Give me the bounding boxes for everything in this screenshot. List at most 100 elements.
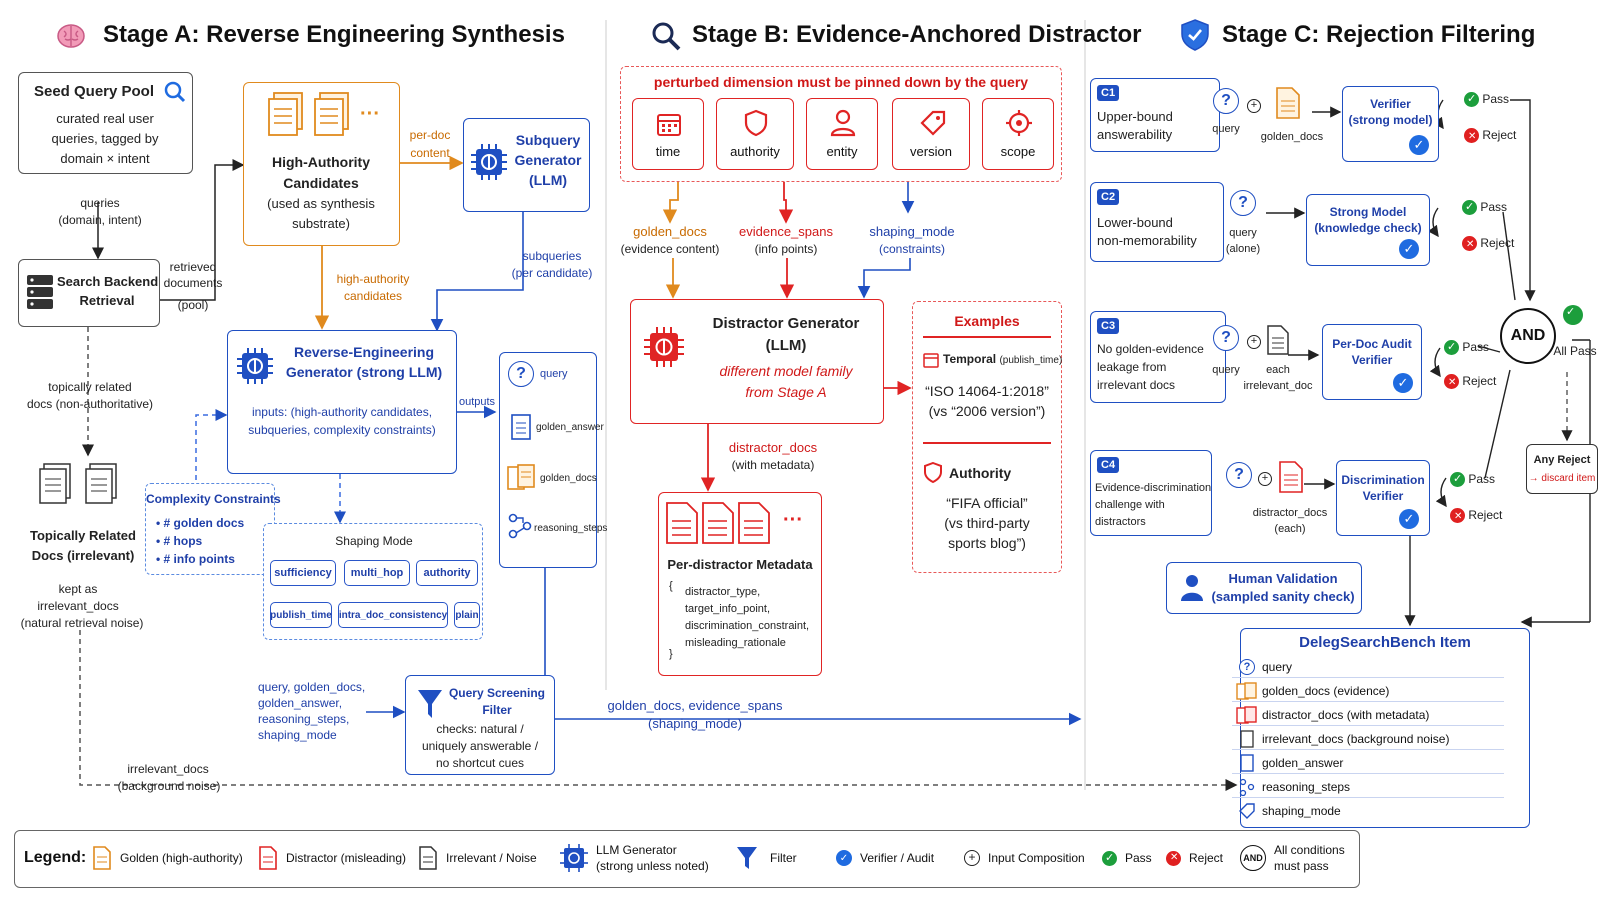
reasoning-steps-icon <box>508 513 532 544</box>
query-icon: ? <box>1213 88 1239 114</box>
screen-check-1: checks: natural / <box>436 722 524 736</box>
topical-label-1: topically related <box>48 380 132 394</box>
query-icon: ? <box>1239 658 1255 675</box>
plus-icon: + <box>1258 472 1272 486</box>
pass-icon <box>1102 850 1117 866</box>
pass-icon <box>1462 200 1477 216</box>
irrelevant-doc-icon <box>1266 324 1290 361</box>
subquery-gen-2: Generator <box>514 152 582 168</box>
reg-title-2: Generator (strong LLM) <box>285 364 443 380</box>
examples-divider <box>923 336 1051 338</box>
dim-time-label: time <box>655 144 681 159</box>
dim-authority-label: authority <box>730 144 780 159</box>
c4-verifier-1: Discrimination <box>1341 473 1425 487</box>
reasoning-steps-icon <box>1239 778 1255 796</box>
c2-verifier: Strong Model (knowledge check) ✓ <box>1306 194 1430 266</box>
pass-icon <box>1444 340 1459 356</box>
c3-badge: C3 <box>1097 318 1120 334</box>
c3-desc-3: irrelevant docs <box>1097 378 1176 392</box>
topical-docs-title-2: Docs (irrelevant) <box>31 548 135 563</box>
plus-icon: + <box>1247 99 1261 113</box>
meta-line-2: distractor_type, <box>685 586 761 598</box>
screen-in-4: shaping_mode <box>258 728 337 742</box>
shaping-label-1: shaping_mode <box>869 224 955 239</box>
c4-verifier-2: Verifier <box>1362 489 1404 503</box>
examples-title: Examples <box>954 313 1020 329</box>
any-reject-1: Any Reject <box>1533 454 1591 466</box>
c2-desc-1: Lower-bound <box>1097 215 1173 230</box>
evidence-label-1: evidence_spans <box>739 224 833 239</box>
c2-badge: C2 <box>1097 189 1120 205</box>
human-validation: Human Validation (sampled sanity check) <box>1166 562 1362 614</box>
distractor-docs-label-1: distractor_docs <box>728 440 818 455</box>
golden-doc-icon <box>312 91 352 144</box>
dim-scope-label: scope <box>1000 144 1036 159</box>
golden-docs-label-2: (evidence content) <box>620 242 720 256</box>
kept-label-3: (natural retrieval noise) <box>20 616 144 630</box>
c2-verifier-2: (knowledge check) <box>1314 221 1422 235</box>
subqueries-label-1: subqueries <box>522 249 582 263</box>
check-c1: C1 Upper-bound answerability <box>1090 78 1220 152</box>
distractor-doc-icon <box>737 501 771 550</box>
distractor-generator: Distractor Generator (LLM) different mod… <box>630 299 884 424</box>
tag-icon <box>1239 803 1255 819</box>
golden-docs-label-1: golden_docs <box>633 224 707 239</box>
query-icon: ? <box>508 361 534 387</box>
subquery-gen-3: (LLM) <box>528 172 568 188</box>
legend-input-composition: +Input Composition <box>964 838 1085 878</box>
c1-verifier: Verifier (strong model) ✓ <box>1342 86 1439 162</box>
pass-icon <box>1464 92 1479 108</box>
high-auth-title-2: Candidates <box>283 175 359 191</box>
retrieved-label-3: (pool) <box>177 298 209 312</box>
llm-chip-icon <box>560 844 588 872</box>
search-backend-retrieval: Search Backend Retrieval <box>18 259 160 327</box>
example-2-line-2: (vs third-party <box>944 515 1030 531</box>
bench-row-distractor-docs: distractor_docs (with metadata) <box>1232 704 1504 726</box>
c4-pass: Pass <box>1450 472 1495 488</box>
c3-desc-2: leakage from <box>1097 360 1167 374</box>
meta-line-6: } <box>669 648 673 660</box>
shaping-chip-plain: plain <box>454 602 480 628</box>
legend-reject: Reject <box>1166 838 1223 878</box>
examples-panel: Examples Temporal (publish_time) “ISO 14… <box>912 301 1062 573</box>
meta-line-1: { <box>669 580 673 592</box>
example-1-line-2: (vs “2006 version”) <box>928 403 1046 419</box>
complexity-item-3: • # info points <box>156 552 235 566</box>
c3-reject: Reject <box>1444 374 1496 390</box>
verifier-check-icon: ✓ <box>1393 373 1413 393</box>
meta-line-4: discrimination_constraint, <box>685 620 810 632</box>
filter-icon <box>737 847 757 869</box>
all-pass-label: All Pass <box>1553 344 1597 358</box>
answer-doc-icon <box>1240 753 1254 772</box>
irrelevant-doc-icon <box>38 462 72 511</box>
c1-reject: Reject <box>1464 128 1516 144</box>
stage-c-title: Stage C: Rejection Filtering <box>1222 21 1536 48</box>
llm-chip-icon <box>470 143 508 186</box>
dg-title-1: Distractor Generator <box>712 315 860 332</box>
kept-label-1: kept as <box>58 582 98 596</box>
complexity-constraints: Complexity Constraints • # golden docs •… <box>145 483 281 575</box>
calendar-icon <box>656 111 682 140</box>
c2-verifier-1: Strong Model <box>1329 205 1407 219</box>
bench-row-irrelevant-docs: irrelevant_docs (background noise) <box>1232 728 1504 750</box>
c2-reject: Reject <box>1462 236 1514 252</box>
c1-pass: Pass <box>1464 92 1509 108</box>
dim-authority: authority <box>716 98 794 170</box>
pass-icon <box>1450 472 1465 488</box>
c3-verifier-2: Verifier <box>1351 353 1393 367</box>
check-c4: C4 Evidence-discrimination challenge wit… <box>1090 450 1212 536</box>
dg-title-2: (LLM) <box>765 337 807 354</box>
c4-input-distractor: distractor_docs <box>1252 507 1328 519</box>
reg-inputs-2: subqueries, complexity constraints) <box>248 423 436 437</box>
legend-pass: Pass <box>1102 838 1152 878</box>
irrelevant-doc-icon <box>1240 729 1254 748</box>
seed-pool-desc-2: queries, tagged by <box>51 131 159 146</box>
dim-entity-label: entity <box>826 144 858 159</box>
golden-doc-icon <box>1275 86 1301 125</box>
distractor-doc-icon <box>1278 460 1304 499</box>
per-distractor-metadata: ··· Per-distractor Metadata { distractor… <box>658 492 822 676</box>
reject-icon <box>1166 850 1181 866</box>
tag-icon <box>919 109 947 140</box>
shaping-chip-intra-doc-consistency: intra_doc_consistency <box>338 602 448 628</box>
dim-time: time <box>632 98 704 170</box>
